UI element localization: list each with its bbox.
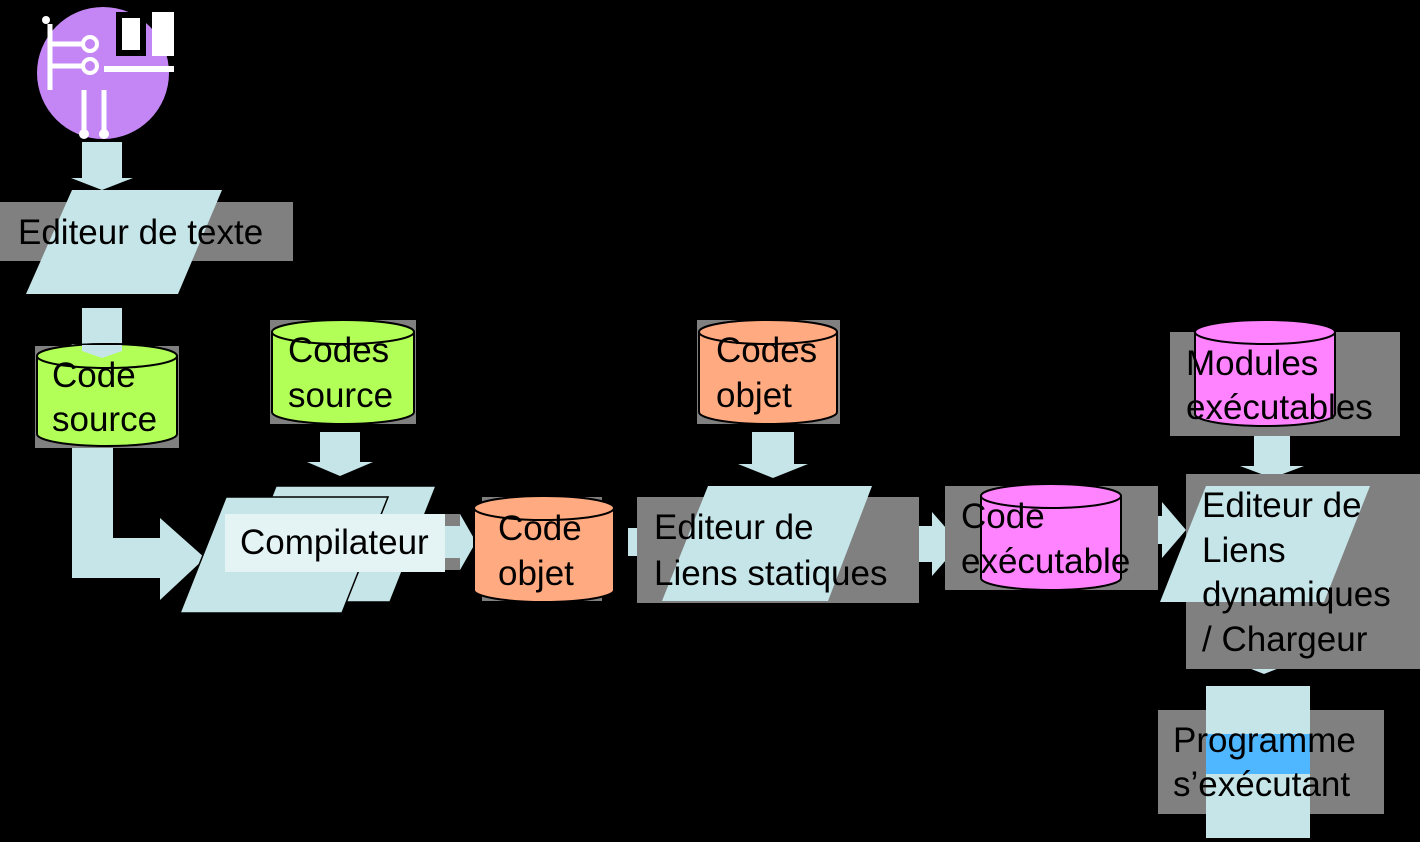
modules-executables-node: Modules exécutables	[1170, 319, 1400, 436]
editeur-dynamique-label-4: / Chargeur	[1202, 620, 1368, 659]
modules-label-2: exécutables	[1186, 388, 1373, 427]
code-source-node: Code source	[35, 343, 179, 448]
code-source-label-1: Code	[52, 356, 136, 395]
codes-objet-label-2: objet	[716, 376, 792, 415]
editeur-texte-node: Editeur de texte	[0, 190, 293, 294]
arrow-icon-to-editeur	[71, 142, 133, 190]
codes-source-node: Codes source	[270, 319, 416, 425]
editeur-dynamique-label-2: Liens	[1202, 531, 1286, 570]
codes-source-label-2: source	[288, 376, 393, 415]
code-executable-label-1: Code	[961, 497, 1045, 536]
code-objet-label-2: objet	[498, 554, 574, 593]
codes-objet-node: Codes objet	[697, 319, 840, 425]
arrow-codes-source-to-compilateur	[307, 432, 373, 476]
code-objet-label-1: Code	[498, 509, 582, 548]
arrow-codes-objet-to-editeur-statique	[738, 432, 808, 478]
editeur-statique-label-1: Editeur de	[654, 508, 814, 547]
modules-label-1: Modules	[1186, 344, 1318, 383]
arrow-modules-to-editeur-dynamique	[1240, 434, 1304, 478]
arrow-code-source-to-compilateur	[72, 447, 205, 600]
programme-label-1: Programme	[1173, 721, 1356, 760]
codes-objet-label-1: Codes	[716, 331, 817, 370]
programme-label-2: s’exécutant	[1173, 765, 1350, 804]
codes-source-label-1: Codes	[288, 331, 389, 370]
editeur-dynamique-label-3: dynamiques	[1202, 575, 1391, 614]
editeur-texte-label: Editeur de texte	[18, 213, 263, 252]
code-executable-label-2: exécutable	[961, 542, 1130, 581]
developer-computer-icon	[37, 7, 174, 139]
editeur-liens-dynamiques-node: Editeur de Liens dynamiques / Chargeur	[1160, 474, 1420, 669]
code-source-label-2: source	[52, 400, 157, 439]
editeur-liens-statiques-node: Editeur de Liens statiques	[637, 486, 919, 603]
compilateur-label: Compilateur	[240, 523, 429, 562]
code-objet-node: Code objet	[473, 495, 615, 603]
code-executable-node: Code exécutable	[945, 483, 1158, 591]
compilateur-node: Compilateur	[178, 485, 445, 614]
editeur-statique-label-2: Liens statiques	[654, 554, 887, 593]
programme-node: Programme s’exécutant	[1158, 686, 1384, 838]
editeur-dynamique-label-1: Editeur de	[1202, 486, 1362, 525]
